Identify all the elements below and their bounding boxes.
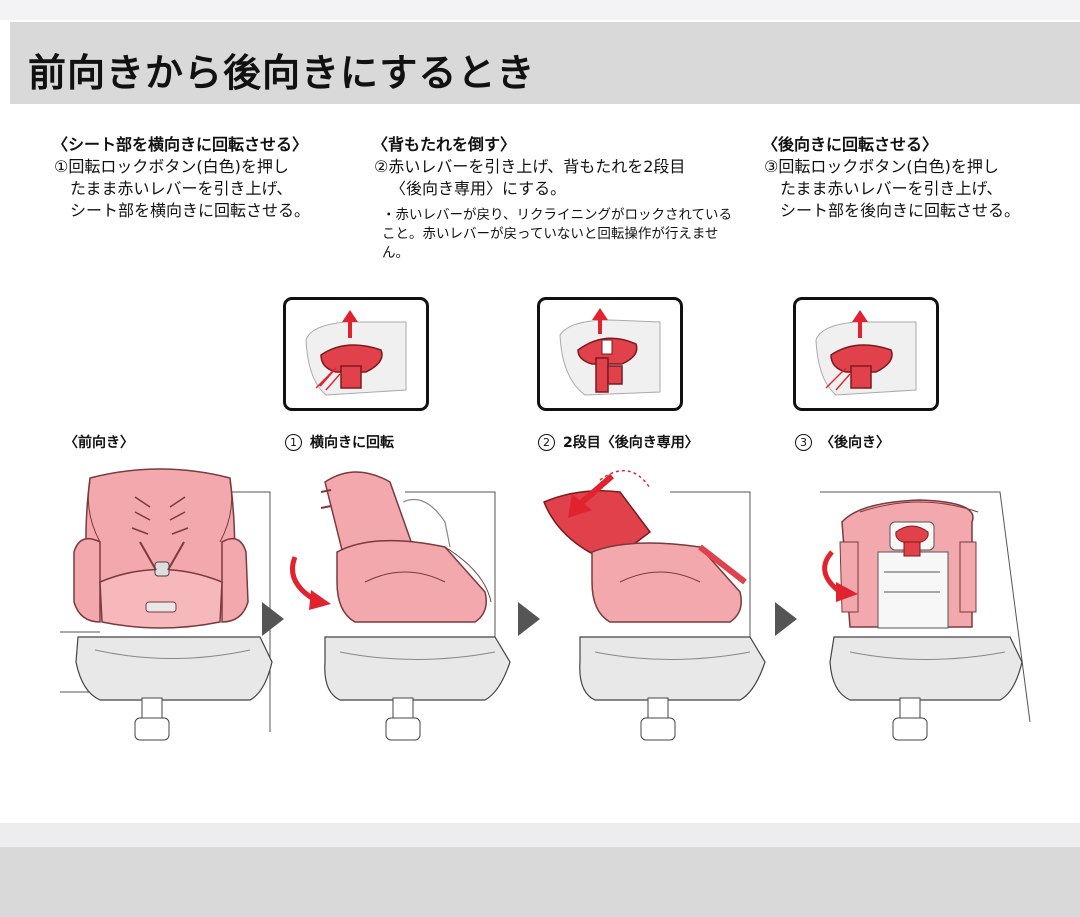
column-text: ①回転ロックボタン(白色)を押し たまま赤いレバーを引き上げ、 シート部を横向き… bbox=[54, 156, 372, 222]
stage-label-text: 横向きに回転 bbox=[310, 435, 394, 451]
lever-pull-illustration bbox=[559, 308, 661, 396]
lever-pull-illustration bbox=[305, 310, 407, 396]
step-number: 1 bbox=[285, 434, 302, 451]
stage-label-sideways: 1 横向きに回転 bbox=[285, 432, 394, 452]
top-strip bbox=[0, 0, 1080, 20]
title-bar: 前向きから後向きにするとき bbox=[10, 22, 1080, 104]
stage-label-text: 2段目〈後向き専用〉 bbox=[563, 435, 699, 451]
next-step-arrow-icon bbox=[775, 602, 797, 636]
caution-note: ・赤いレバーが戻り、リクライニングがロックされていること。赤いレバーが戻っていな… bbox=[382, 207, 733, 261]
text-line: ③回転ロックボタン(白色)を押し bbox=[764, 157, 999, 176]
page-title: 前向きから後向きにするとき bbox=[28, 51, 536, 95]
lever-pull-illustration bbox=[815, 310, 917, 396]
footer-bar bbox=[0, 847, 1080, 917]
stage-label-text: 〈前向き〉 bbox=[64, 435, 134, 451]
text-line: 〈後向き専用〉にする。 bbox=[390, 179, 567, 198]
seat-forward-illustration bbox=[60, 462, 280, 756]
column-text: ②赤いレバーを引き上げ、背もたれを2段目 〈後向き専用〉にする。 bbox=[374, 156, 752, 200]
text-line: ①回転ロックボタン(白色)を押し bbox=[54, 157, 289, 176]
step-number: 3 bbox=[795, 434, 812, 451]
column-heading: 〈後向きに回転させる〉 bbox=[762, 135, 939, 154]
column-heading: 〈背もたれを倒す〉 bbox=[372, 135, 517, 154]
column-heading: 〈シート部を横向きに回転させる〉 bbox=[52, 135, 309, 154]
seat-rearward-illustration bbox=[800, 462, 1040, 756]
stage-label-rearward: 3 〈後向き〉 bbox=[795, 432, 890, 452]
stage-label-recline: 2 2段目〈後向き専用〉 bbox=[538, 432, 699, 452]
step-number: 2 bbox=[538, 434, 555, 451]
next-step-arrow-icon bbox=[262, 602, 284, 636]
text-line: シート部を後向きに回転させる。 bbox=[780, 201, 1021, 220]
instruction-column-2: 〈背もたれを倒す〉 ②赤いレバーを引き上げ、背もたれを2段目 〈後向き専用〉にす… bbox=[372, 134, 752, 263]
lever-detail-inset-2 bbox=[537, 297, 683, 411]
text-line: シート部を横向きに回転させる。 bbox=[70, 201, 311, 220]
seat-sideways-illustration bbox=[285, 462, 515, 756]
text-line: ②赤いレバーを引き上げ、背もたれを2段目 bbox=[374, 157, 686, 176]
next-step-arrow-icon bbox=[518, 602, 540, 636]
instruction-column-1: 〈シート部を横向きに回転させる〉 ①回転ロックボタン(白色)を押し たまま赤いレ… bbox=[52, 134, 372, 222]
lever-detail-inset-3 bbox=[793, 297, 939, 411]
stage-label-text: 〈後向き〉 bbox=[820, 435, 890, 451]
seat-reclined-illustration bbox=[540, 462, 775, 756]
text-line: たまま赤いレバーを引き上げ、 bbox=[780, 179, 1003, 198]
column-text: ③回転ロックボタン(白色)を押し たまま赤いレバーを引き上げ、 シート部を後向き… bbox=[764, 156, 1072, 222]
stage-label-forward: 〈前向き〉 bbox=[64, 432, 134, 452]
instruction-column-3: 〈後向きに回転させる〉 ③回転ロックボタン(白色)を押し たまま赤いレバーを引き… bbox=[762, 134, 1072, 222]
lever-detail-inset-1 bbox=[283, 297, 429, 411]
text-line: たまま赤いレバーを引き上げ、 bbox=[70, 179, 293, 198]
bottom-strip bbox=[0, 823, 1080, 847]
